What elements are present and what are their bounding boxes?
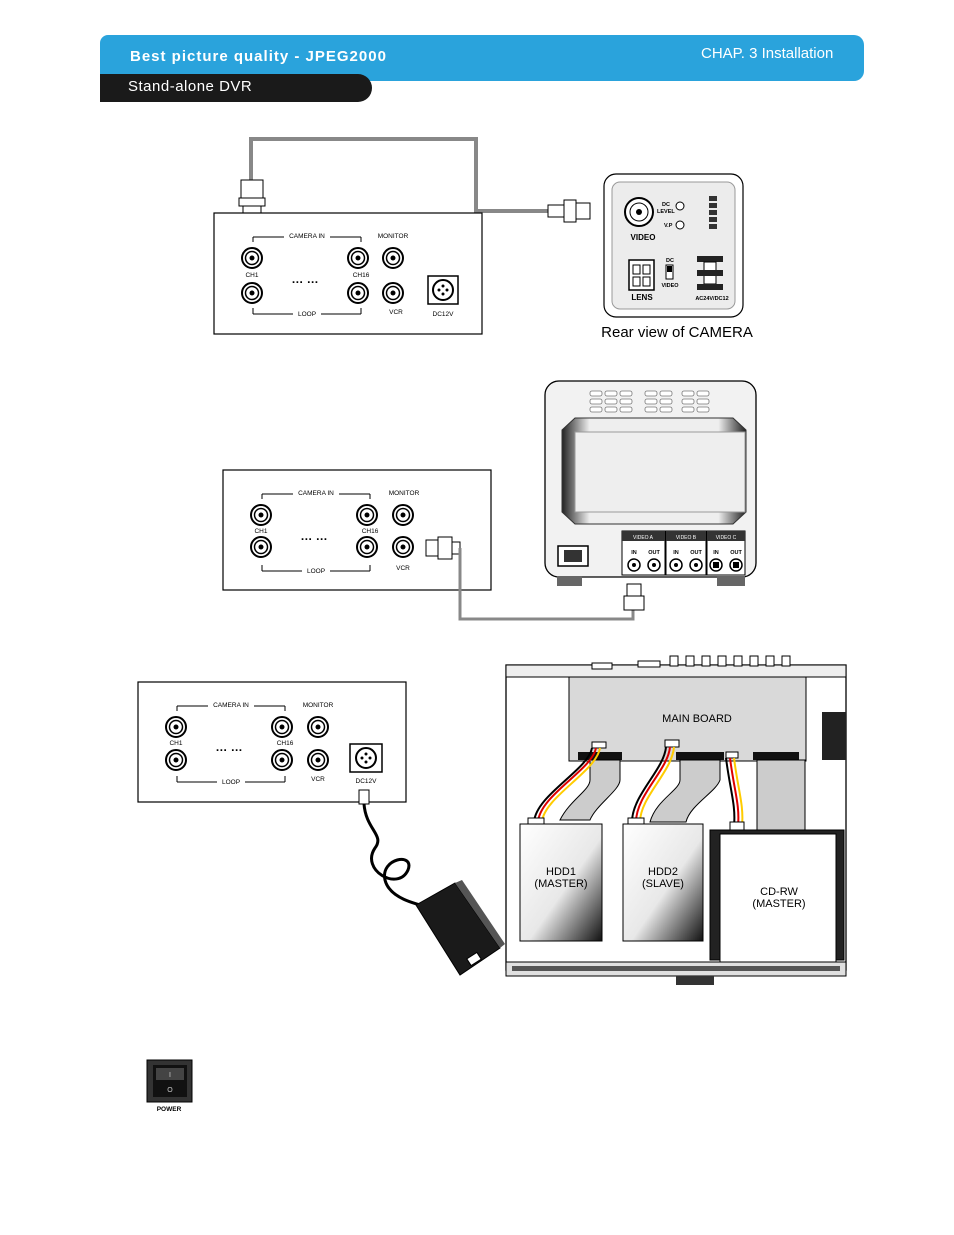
ch16-label: CH16 [353, 272, 370, 279]
svg-text:OUT: OUT [690, 550, 702, 556]
dc12v-label: DC12V [433, 311, 455, 318]
video-c-label: VIDEO C [716, 535, 737, 541]
ch16-label: CH16 [362, 528, 379, 535]
main-board-label: MAIN BOARD [662, 713, 732, 725]
ch16-label: CH16 [277, 740, 294, 747]
lens-label: LENS [631, 293, 653, 302]
video-a-label: VIDEO A [633, 535, 654, 541]
power-internal-diagram: CAMERA IN MONITOR CH1 CH16 … … LOOP VCR … [137, 655, 847, 985]
hdd2 [622, 823, 704, 942]
lens-dc-label: DC [666, 258, 674, 264]
chapter-label: CHAP. 3 Installation [701, 45, 834, 62]
vp-label: V.P [664, 223, 673, 229]
loop-label: LOOP [222, 779, 240, 786]
fan [822, 712, 846, 760]
camera-connection-diagram: CAMERA IN MONITOR CH1 CH16 … … LOOP VCR … [213, 137, 753, 341]
svg-text:OUT: OUT [648, 550, 660, 556]
svg-text:O: O [167, 1087, 173, 1094]
ch1-label: CH1 [254, 528, 267, 535]
channels-ellipsis: … … [300, 529, 327, 543]
camera-in-label: CAMERA IN [289, 233, 325, 240]
video-b-label: VIDEO B [676, 535, 697, 541]
hdd1 [519, 823, 603, 942]
monitor-vents [589, 390, 710, 413]
monitor-label: MONITOR [389, 490, 420, 497]
header-title: Best picture quality - JPEG2000 [130, 48, 387, 65]
loop-label: LOOP [307, 568, 325, 575]
lens-video-label: VIDEO [661, 283, 679, 289]
svg-text:OUT: OUT [730, 550, 742, 556]
monitor-label: MONITOR [303, 702, 334, 709]
svg-text:IN: IN [631, 550, 637, 556]
subtitle: Stand-alone DVR [128, 78, 253, 95]
hdd2-role: (SLAVE) [642, 878, 684, 890]
vcr-label: VCR [389, 309, 403, 316]
dc12v-label: DC12V [356, 778, 378, 785]
vcr-label: VCR [311, 776, 325, 783]
loop-label: LOOP [298, 311, 316, 318]
dip-switch [709, 196, 717, 229]
cdrw-label: CD-RW [760, 886, 798, 898]
header-band [100, 35, 864, 81]
monitor-connection-diagram: CAMERA IN MONITOR CH1 CH16 … … LOOP VCR [222, 380, 757, 621]
vcr-label: VCR [396, 565, 410, 572]
camera-video-label: VIDEO [631, 233, 656, 242]
subtitle-band [100, 74, 372, 102]
rear-connectors [591, 655, 791, 670]
hdd1-role: (MASTER) [534, 878, 587, 890]
power-terminal [697, 256, 723, 290]
svg-text:IN: IN [713, 550, 719, 556]
dvr-rear-panel [222, 469, 492, 591]
hdd2-label: HDD2 [648, 866, 678, 878]
ch1-label: CH1 [245, 272, 258, 279]
power-spec-label: AC24V/DC12 [695, 296, 728, 302]
svg-text:IN: IN [673, 550, 679, 556]
channels-ellipsis: … … [215, 740, 242, 754]
main-board [568, 676, 807, 762]
camera-caption: Rear view of CAMERA [601, 324, 753, 341]
svg-text:I: I [169, 1072, 171, 1079]
power-switch: I O POWER [146, 1059, 193, 1113]
dc-level-dc: DC [662, 202, 670, 208]
camera-in-label: CAMERA IN [213, 702, 249, 709]
cdrw-role: (MASTER) [752, 898, 805, 910]
channels-ellipsis: … … [291, 272, 318, 286]
ch1-label: CH1 [169, 740, 182, 747]
camera-in-label: CAMERA IN [298, 490, 334, 497]
power-switch-label: POWER [157, 1106, 182, 1113]
hdd1-label: HDD1 [546, 866, 576, 878]
cdrw-drive [719, 833, 837, 965]
dc-level-level: LEVEL [657, 209, 675, 215]
monitor-label: MONITOR [378, 233, 409, 240]
